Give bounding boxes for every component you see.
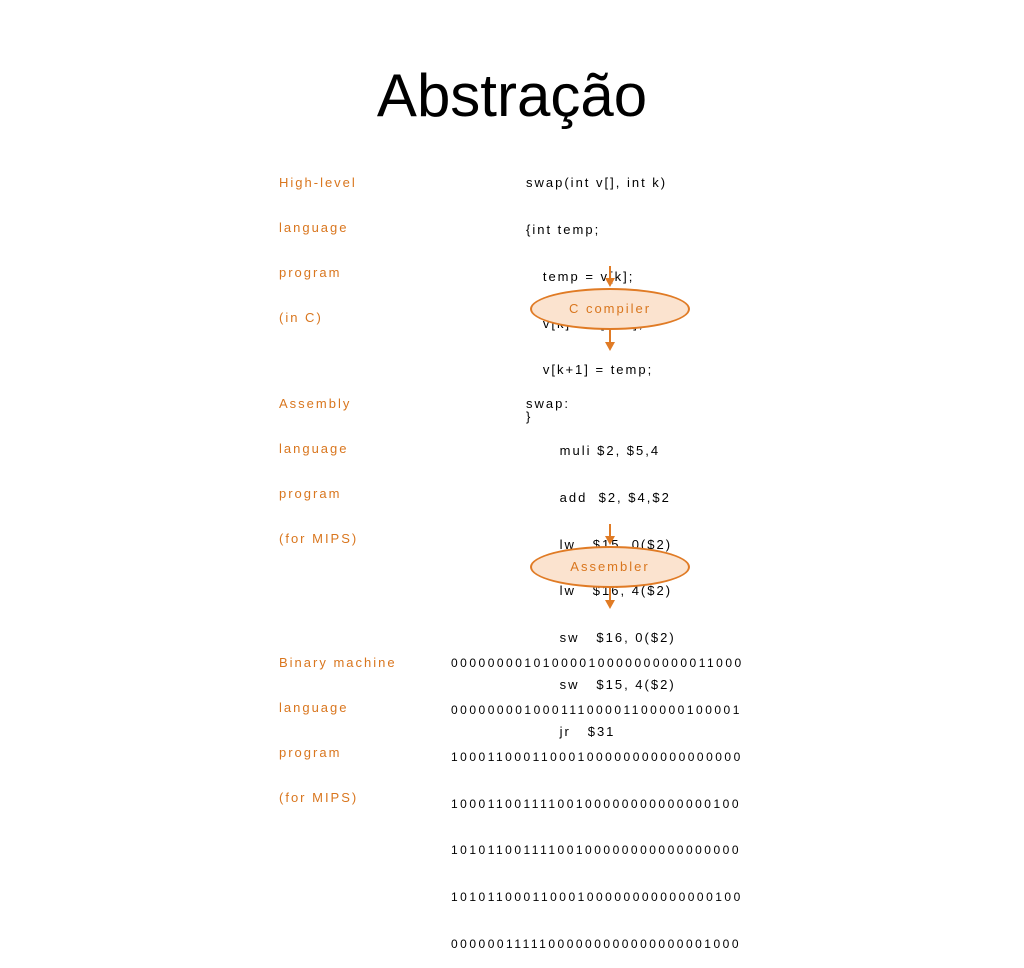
assembly-code-line: sw $15, 4($2)	[526, 676, 676, 692]
binary-label-line: program	[279, 745, 342, 760]
binary-code-line: 00000000100011100001100000100001	[451, 702, 742, 717]
assembler-label: Assembler	[570, 559, 650, 574]
arrow-down-icon	[605, 588, 615, 609]
c-code-line: temp = v[k];	[526, 268, 635, 284]
assembly-code-line: muli $2, $5,4	[526, 442, 661, 458]
assembler-ellipse: Assembler	[530, 546, 690, 588]
assembly-label: Assembly language program (for MIPS)	[279, 366, 358, 561]
assembly-code-line: swap:	[526, 396, 570, 412]
assembly-code-line: add $2, $4,$2	[526, 489, 671, 505]
arrow-down-icon	[605, 524, 615, 545]
high-level-label-line: language	[279, 220, 349, 235]
assembly-label-line: language	[279, 441, 349, 456]
c-code-line: {int temp;	[526, 221, 601, 237]
arrow-down-icon	[605, 330, 615, 351]
assembly-label-line: (for MIPS)	[279, 531, 359, 546]
binary-code-line: 10001100011000100000000000000000	[451, 749, 743, 764]
binary-label: Binary machine language program (for MIP…	[279, 625, 397, 820]
binary-code-line: 00000000101000010000000000011000	[451, 656, 744, 671]
assembly-code-line: jr $31	[526, 723, 616, 739]
binary-code-block: 00000000101000010000000000011000 0000000…	[451, 625, 744, 968]
c-code-line: swap(int v[], int k)	[526, 175, 668, 191]
binary-code-line: 00000011111000000000000000001000	[451, 936, 741, 951]
high-level-label: High-level language program (in C)	[279, 145, 357, 340]
c-code-line: }	[526, 409, 533, 425]
c-code-line: v[k+1] = temp;	[526, 362, 654, 378]
binary-label-line: (for MIPS)	[279, 790, 359, 805]
c-compiler-ellipse: C compiler	[530, 288, 690, 330]
assembly-label-line: Assembly	[279, 396, 352, 411]
binary-code-line: 10101100011000100000000000000100	[451, 890, 743, 905]
binary-label-line: language	[279, 700, 349, 715]
high-level-label-line: (in C)	[279, 310, 323, 325]
slide-title: Abstração	[376, 62, 648, 129]
c-compiler-label: C compiler	[568, 301, 652, 316]
arrow-down-icon	[605, 266, 615, 287]
assembly-label-line: program	[279, 486, 342, 501]
binary-code-line: 10001100111100100000000000000100	[451, 796, 741, 811]
high-level-label-line: High-level	[279, 175, 357, 190]
binary-label-line: Binary machine	[279, 655, 397, 670]
binary-code-line: 10101100111100100000000000000000	[451, 843, 741, 858]
assembly-code-line: sw $16, 0($2)	[526, 630, 676, 646]
high-level-label-line: program	[279, 265, 342, 280]
